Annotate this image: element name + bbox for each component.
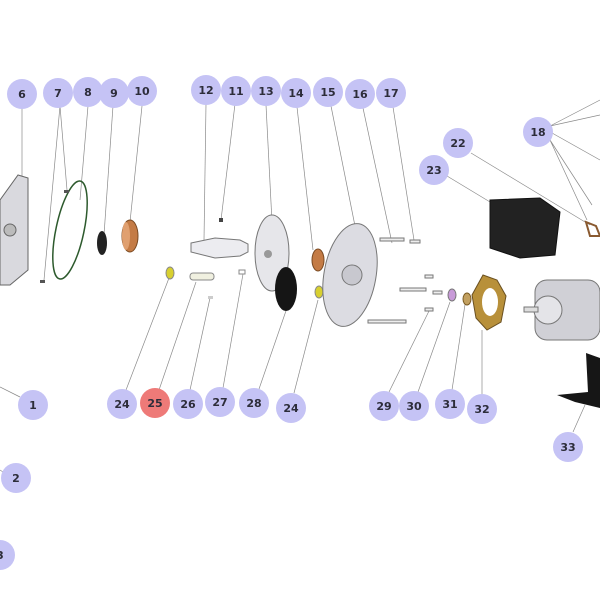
- part-27-key: [238, 269, 246, 275]
- callout-part-25[interactable]: 25: [140, 388, 170, 418]
- callout-part-15[interactable]: 15: [313, 77, 343, 107]
- callout-part-17[interactable]: 17: [376, 78, 406, 108]
- part-32-flange: [471, 274, 507, 331]
- part-23-motor-cover: [489, 197, 561, 259]
- part-7-pin: [40, 280, 45, 283]
- part-31-bushing: [462, 292, 472, 306]
- part-15-bracket: [322, 223, 378, 327]
- callout-part-1[interactable]: 1: [18, 390, 48, 420]
- part-14-bushing: [311, 248, 325, 272]
- callout-part-16[interactable]: 16: [345, 79, 375, 109]
- part-12-shaft: [190, 237, 249, 259]
- callout-part-10[interactable]: 10: [127, 76, 157, 106]
- callout-part-14[interactable]: 14: [281, 78, 311, 108]
- callout-part-3[interactable]: 3: [0, 540, 15, 570]
- part-30-washer: [447, 288, 457, 302]
- callout-part-32[interactable]: 32: [467, 394, 497, 424]
- callout-part-12[interactable]: 12: [191, 75, 221, 105]
- motor: [523, 279, 600, 341]
- callout-part-9[interactable]: 9: [99, 78, 129, 108]
- part-8-o-ring: [52, 180, 88, 280]
- callout-part-22[interactable]: 22: [443, 128, 473, 158]
- callout-part-28[interactable]: 28: [239, 388, 269, 418]
- part-22-gasket: [584, 220, 600, 237]
- part-16-17-bolts: [367, 237, 443, 324]
- callout-part-2[interactable]: 2: [1, 463, 31, 493]
- callout-part-30[interactable]: 30: [399, 391, 429, 421]
- callout-part-31[interactable]: 31: [435, 389, 465, 419]
- callout-part-26[interactable]: 26: [173, 389, 203, 419]
- callout-part-27[interactable]: 27: [205, 387, 235, 417]
- callout-part-7[interactable]: 7: [43, 78, 73, 108]
- callout-part-8[interactable]: 8: [73, 77, 103, 107]
- leader-lines: [0, 99, 600, 473]
- part-25-sleeve: [189, 272, 215, 281]
- callout-part-13[interactable]: 13: [251, 76, 281, 106]
- part-33-base: [557, 353, 600, 408]
- callout-part-29[interactable]: 29: [369, 391, 399, 421]
- callout-part-24[interactable]: 24: [276, 393, 306, 423]
- part-26-washer: [208, 296, 213, 299]
- callout-part-6[interactable]: 6: [7, 79, 37, 109]
- callout-part-24[interactable]: 24: [107, 389, 137, 419]
- part-6-housing-cover: [0, 174, 29, 286]
- part-7-pin: [64, 190, 69, 193]
- part-11-screw: [219, 218, 223, 222]
- callout-part-33[interactable]: 33: [553, 432, 583, 462]
- callout-part-23[interactable]: 23: [419, 155, 449, 185]
- callout-part-18[interactable]: 18: [523, 117, 553, 147]
- callout-part-11[interactable]: 11: [221, 76, 251, 106]
- part-9-seal: [97, 231, 107, 255]
- part-28-seal-disc: [275, 267, 297, 311]
- part-24-nut: [165, 266, 175, 280]
- part-24-nut: [314, 285, 324, 299]
- part-10-bushing: [121, 219, 139, 253]
